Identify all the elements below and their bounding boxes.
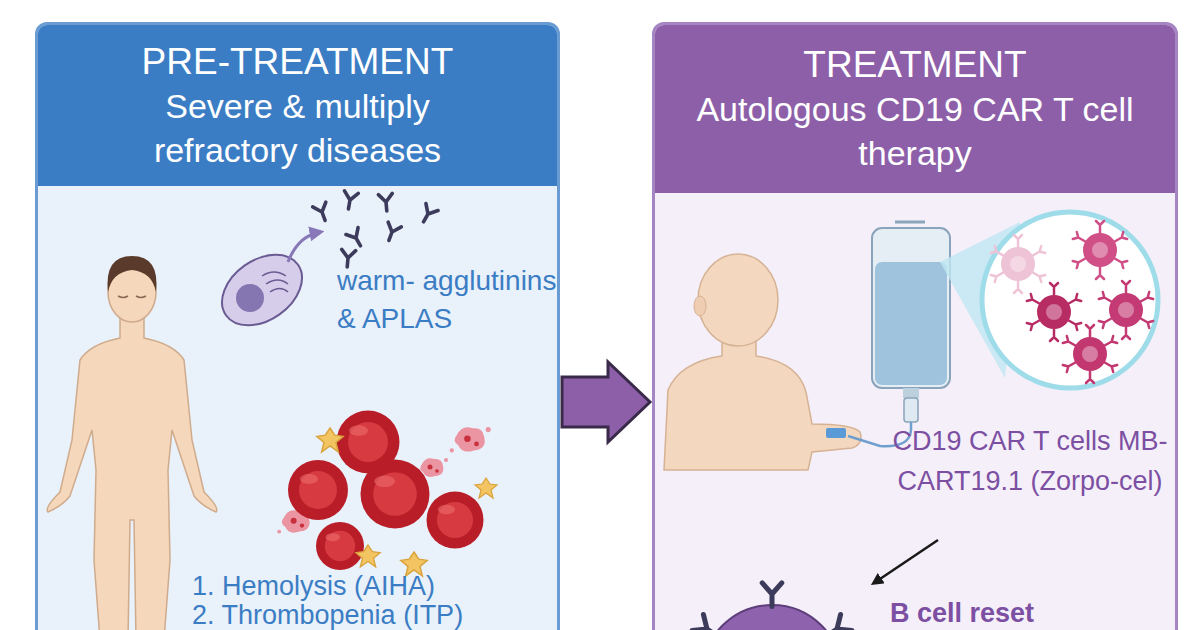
iv-bag [872,228,950,388]
disease-item: 1. Hemolysis (AIHA) [192,572,552,601]
block-arrow [562,362,650,442]
bag-outlet [903,388,919,398]
car-t-cell [1027,283,1081,341]
header-band: PRE-TREATMENTSevere & multiply refractor… [38,25,557,186]
header-band: TREATMENTAutologous CD19 CAR T cell ther… [655,25,1175,193]
outcome-label: B cell reset [890,597,1170,629]
car-t-cell [1073,221,1127,279]
panel-subheading: Autologous CD19 CAR T cell therapy [688,87,1143,175]
red-blood-cell [288,460,348,520]
patient-ear [694,296,706,316]
disease-item: 2. Thrombopenia (ITP) [192,601,552,630]
drip-chamber [904,398,918,422]
patient-head [698,254,778,346]
iv-liquid [875,262,947,385]
plasma-cell-er [262,272,288,292]
red-blood-cell [316,522,364,570]
panel-subheading: Severe & multiply refractory diseases [98,84,498,172]
red-blood-cell [427,492,484,549]
iv-catheter [826,428,846,438]
antibody-label: warm- agglutinins & APLAS [337,262,562,338]
magnifier-circle [982,212,1158,388]
car-t-cell [1099,281,1153,339]
product-label: CD19 CAR T cells MB-CART19.1 (Zorpo-cel) [885,421,1175,501]
panel-heading: PRE-TREATMENT [142,40,454,84]
patient-eyes [118,296,146,298]
panel-heading: TREATMENT [803,43,1026,87]
red-blood-cell [361,460,430,529]
car-t-cell [991,235,1045,293]
car-t-cell [1063,325,1117,383]
bag-hanger [895,221,925,224]
plasma-cell-nucleus [236,284,264,312]
